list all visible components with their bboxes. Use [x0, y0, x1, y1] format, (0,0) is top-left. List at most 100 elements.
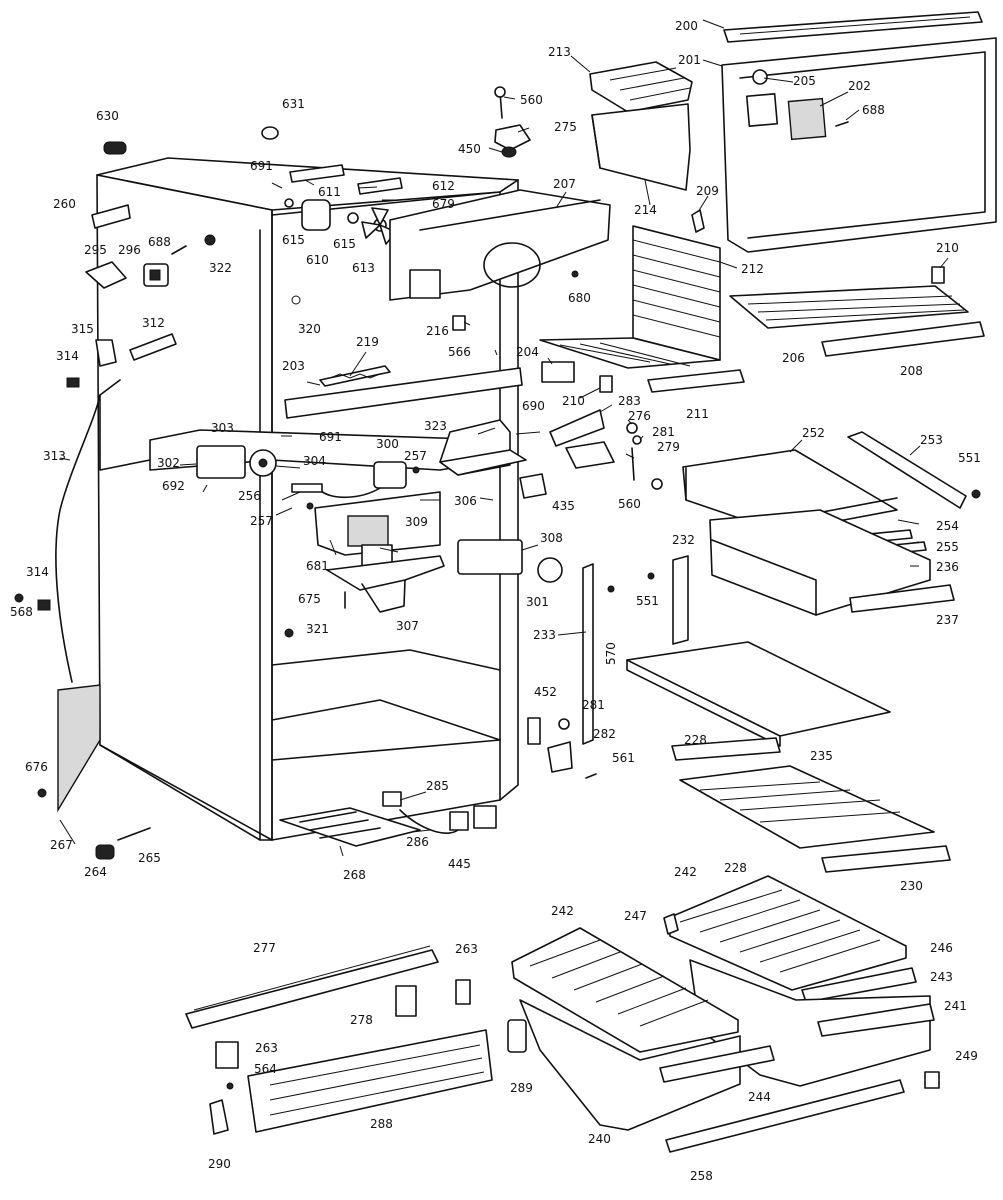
label-206: 206 — [782, 351, 805, 365]
label-308: 308 — [540, 531, 563, 545]
label-303: 303 — [211, 421, 234, 435]
label-564: 564 — [254, 1062, 277, 1076]
label-264: 264 — [84, 865, 107, 879]
part-313-tube — [55, 394, 101, 683]
leader-lines — [59, 19, 949, 857]
label-232: 232 — [672, 533, 695, 547]
label-691b: 691 — [319, 430, 342, 444]
label-612: 612 — [432, 179, 455, 193]
label-613: 613 — [352, 261, 375, 275]
label-322: 322 — [209, 261, 232, 275]
label-267: 267 — [50, 838, 73, 852]
freezer-door-assembly — [494, 11, 997, 393]
label-242a: 242 — [674, 865, 697, 879]
label-288: 288 — [370, 1117, 393, 1131]
label-263b: 263 — [255, 1041, 278, 1055]
label-244: 244 — [748, 1090, 771, 1104]
fresh-food-parts — [527, 409, 981, 873]
label-285: 285 — [426, 779, 449, 793]
label-228a: 228 — [684, 733, 707, 747]
label-681: 681 — [306, 559, 329, 573]
label-566: 566 — [448, 345, 471, 359]
label-314a: 314 — [56, 349, 79, 363]
left-small-parts — [14, 126, 279, 860]
label-679: 679 — [432, 197, 455, 211]
label-688a: 688 — [148, 235, 171, 249]
label-445: 445 — [448, 857, 471, 871]
label-263a: 263 — [455, 942, 478, 956]
label-213: 213 — [548, 45, 571, 59]
label-258: 258 — [690, 1169, 713, 1183]
label-240: 240 — [588, 1132, 611, 1146]
label-276: 276 — [628, 409, 651, 423]
label-631: 631 — [282, 97, 305, 111]
label-302: 302 — [157, 456, 180, 470]
label-203: 203 — [282, 359, 305, 373]
label-235: 235 — [810, 749, 833, 763]
label-560a: 560 — [520, 93, 543, 107]
label-688b: 688 — [862, 103, 885, 117]
label-216: 216 — [426, 324, 449, 338]
label-321: 321 — [306, 622, 329, 636]
part-number-labels: 200 201 202 203 204 205 206 207 208 209 … — [10, 19, 981, 1183]
label-289: 289 — [510, 1081, 533, 1095]
label-690: 690 — [522, 399, 545, 413]
label-680: 680 — [568, 291, 591, 305]
label-254: 254 — [936, 519, 959, 533]
label-243: 243 — [930, 970, 953, 984]
label-260: 260 — [53, 197, 76, 211]
label-205: 205 — [793, 74, 816, 88]
label-278: 278 — [350, 1013, 373, 1027]
label-452: 452 — [534, 685, 557, 699]
label-281b: 281 — [582, 698, 605, 712]
label-551a: 551 — [958, 451, 981, 465]
label-256: 256 — [238, 489, 261, 503]
label-247: 247 — [624, 909, 647, 923]
label-252: 252 — [802, 426, 825, 440]
label-611: 611 — [318, 185, 341, 199]
label-570: 570 — [604, 642, 618, 665]
label-277: 277 — [253, 941, 276, 955]
label-282: 282 — [593, 727, 616, 741]
label-257a: 257 — [404, 449, 427, 463]
label-242b: 242 — [551, 904, 574, 918]
label-281a: 281 — [652, 425, 675, 439]
crisper-assembly — [185, 875, 940, 1153]
label-237: 237 — [936, 613, 959, 627]
bottom-components — [279, 791, 497, 847]
label-304: 304 — [303, 454, 326, 468]
label-691a: 691 — [250, 159, 273, 173]
label-257b: 257 — [250, 514, 273, 528]
label-295: 295 — [84, 243, 107, 257]
label-201: 201 — [678, 53, 701, 67]
label-230: 230 — [900, 879, 923, 893]
label-676: 676 — [25, 760, 48, 774]
label-306: 306 — [454, 494, 477, 508]
label-246: 246 — [930, 941, 953, 955]
label-202: 202 — [848, 79, 871, 93]
label-560b: 560 — [618, 497, 641, 511]
label-450: 450 — [458, 142, 481, 156]
label-309: 309 — [405, 515, 428, 529]
label-307: 307 — [396, 619, 419, 633]
label-615b: 615 — [333, 237, 356, 251]
label-610: 610 — [306, 253, 329, 267]
label-228b: 228 — [724, 861, 747, 875]
label-283: 283 — [618, 394, 641, 408]
upper-components — [196, 164, 611, 638]
label-211: 211 — [686, 407, 709, 421]
label-212: 212 — [741, 262, 764, 276]
label-214: 214 — [634, 203, 657, 217]
label-675: 675 — [298, 592, 321, 606]
label-209: 209 — [696, 184, 719, 198]
label-249: 249 — [955, 1049, 978, 1063]
label-279: 279 — [657, 440, 680, 454]
label-210b: 210 — [562, 394, 585, 408]
label-561: 561 — [612, 751, 635, 765]
label-435: 435 — [552, 499, 575, 513]
label-204: 204 — [516, 345, 539, 359]
label-210a: 210 — [936, 241, 959, 255]
label-296: 296 — [118, 243, 141, 257]
label-208: 208 — [900, 364, 923, 378]
label-233: 233 — [533, 628, 556, 642]
